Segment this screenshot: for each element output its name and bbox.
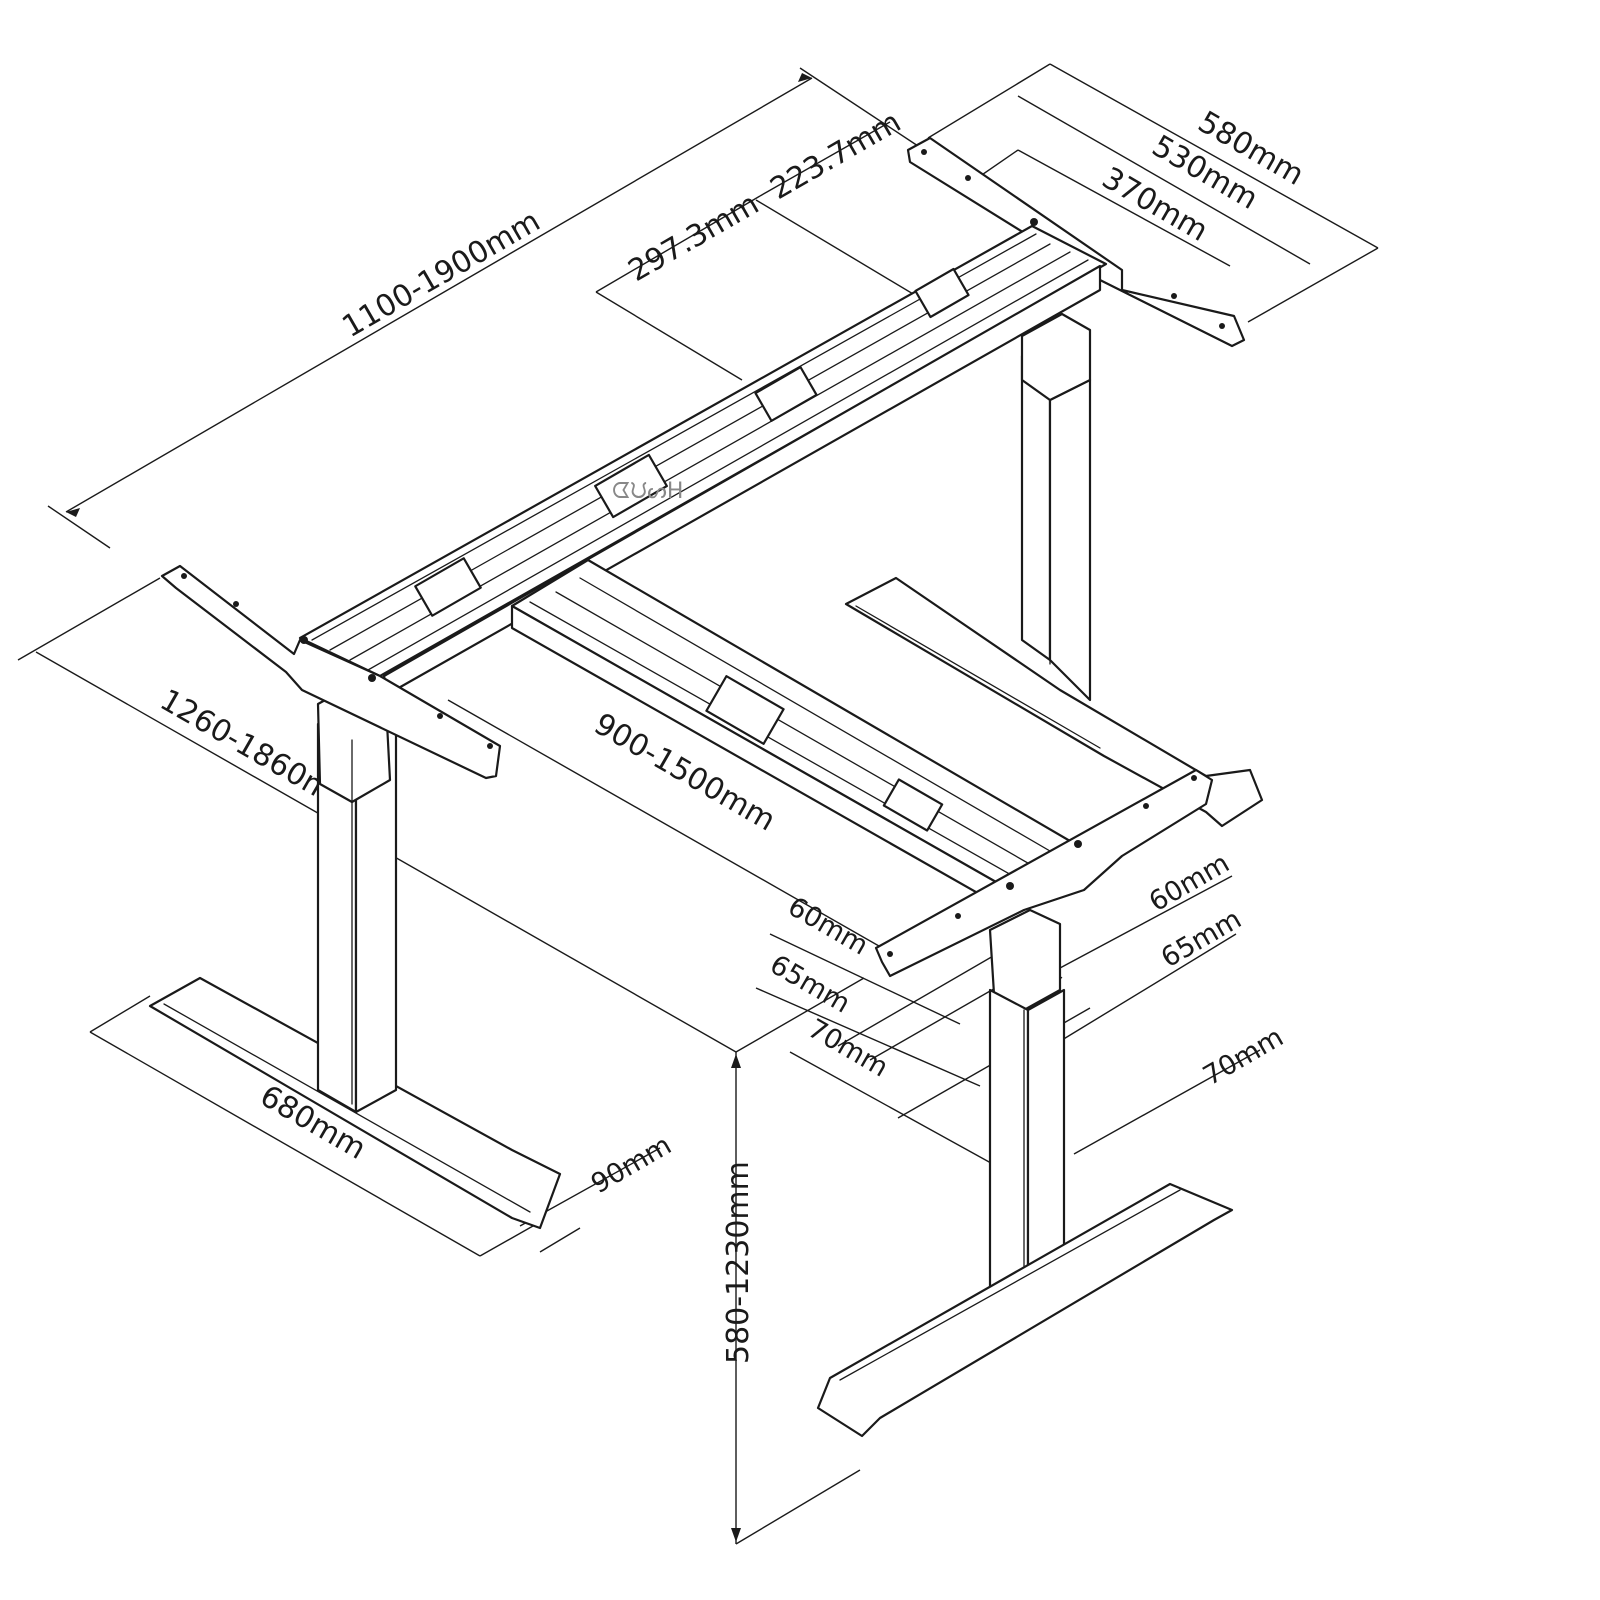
label-65-right: 65mm — [1156, 904, 1247, 974]
top-bracket-right — [906, 136, 1246, 348]
column-front — [988, 908, 1066, 1320]
foot-rear-right — [844, 576, 1264, 828]
top-bracket-left — [160, 564, 502, 780]
label-1100-1900: 1100-1900mm — [337, 204, 547, 345]
label-223-7: 223.7mm — [765, 104, 908, 206]
beam-side — [510, 558, 1084, 910]
label-60-right: 60mm — [1144, 848, 1235, 918]
svg-text:ᗧᙀᔕH: ᗧᙀᔕH — [612, 479, 683, 504]
label-70-left: 70mm — [803, 1013, 894, 1083]
column-left — [316, 682, 398, 1114]
label-70-right: 70mm — [1198, 1022, 1289, 1092]
label-580-1230: 580-1230mm — [721, 1161, 756, 1364]
column-rear-right — [1020, 312, 1092, 702]
dim-height: 580-1230mm — [721, 977, 865, 1545]
label-60-left: 60mm — [783, 891, 874, 961]
label-90: 90mm — [586, 1130, 677, 1200]
dim-1100-1900: 1100-1900mm — [47, 67, 919, 549]
top-bracket-front — [874, 768, 1214, 978]
label-297-3: 297.3mm — [623, 186, 766, 288]
foot-front — [816, 1182, 1234, 1438]
